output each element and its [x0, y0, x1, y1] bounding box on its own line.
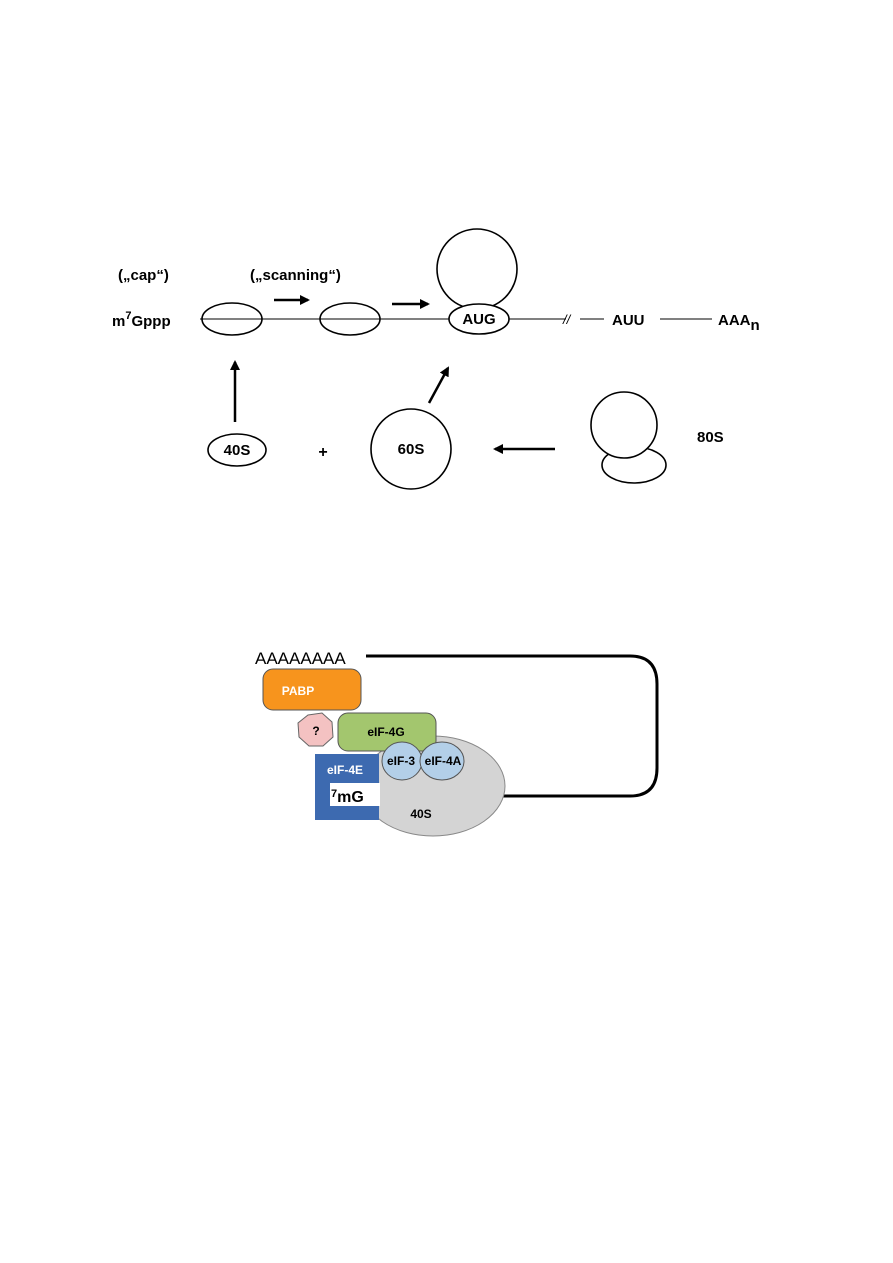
polya-label: AAAn	[718, 312, 760, 334]
stop-codon: AUU	[612, 312, 645, 329]
eif4g-label: eIF-4G	[367, 725, 404, 739]
start-codon: AUG	[462, 311, 495, 328]
cap-rest: mG	[337, 789, 364, 806]
subunit-40s-label: 40S	[224, 442, 251, 459]
mrna-loop	[366, 654, 659, 798]
polya-aaa: AAA	[718, 312, 751, 329]
plus-sign: +	[318, 444, 327, 461]
polya-n: n	[751, 317, 760, 334]
cap-label: 7mG	[331, 788, 364, 806]
eif4e-label: eIF-4E	[327, 763, 363, 777]
ribosome-80s-label: 80S	[697, 429, 724, 446]
subunit-40s-label: 40S	[410, 807, 431, 821]
cap-sup: 7	[331, 788, 337, 800]
arrow-60s-up	[427, 366, 450, 404]
ribosome-80s-large	[590, 391, 658, 459]
scanning-40s-2	[319, 302, 381, 336]
eif4a-label: eIF-4A	[425, 754, 462, 768]
scanning-label: („scanning“)	[250, 267, 341, 284]
cap-label: („cap“)	[118, 267, 169, 284]
mrna-5prime-sup: 7	[125, 310, 131, 322]
scanning-40s-1	[201, 302, 263, 336]
polya-tail-label: AAAAAAAA	[255, 649, 346, 668]
subunit-60s-label: 60S	[398, 441, 425, 458]
mrna-break-mark: //	[562, 312, 572, 327]
cap-box	[330, 783, 380, 806]
subunit-60s	[370, 408, 452, 490]
subunit-40s	[207, 433, 267, 467]
mrna-5prime-label: m7Gppp	[112, 310, 171, 330]
unknown-factor-shape	[297, 712, 334, 747]
eif4a-shape	[419, 741, 465, 781]
ribosome-40s-at-aug	[448, 303, 510, 335]
mrna-5prime-rest: Gppp	[131, 313, 170, 330]
pabp-label: PABP	[282, 684, 314, 698]
scanning-initiation-diagram: („cap“) („scanning“) m7Gppp // AUG AUU A…	[112, 228, 760, 490]
unknown-factor-label: ?	[312, 724, 319, 738]
eif3-label: eIF-3	[387, 754, 415, 768]
pabp-box	[262, 668, 362, 711]
mrna-5prime-m: m	[112, 313, 125, 330]
